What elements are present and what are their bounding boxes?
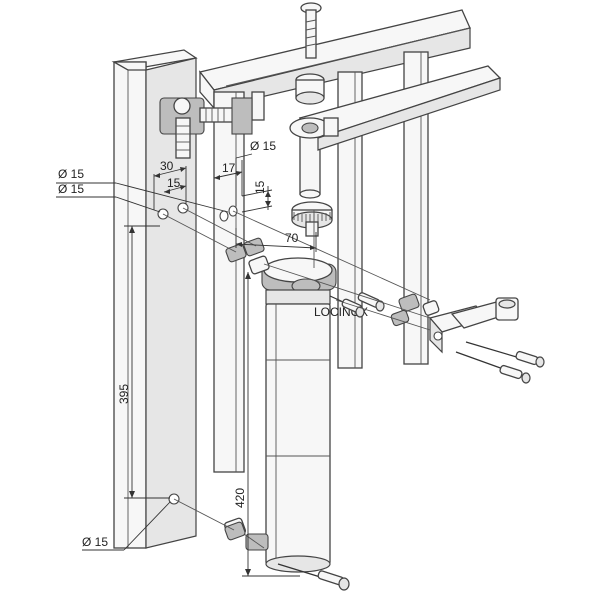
dim-dia-top-2: Ø 15 bbox=[58, 182, 84, 196]
dim-70: 70 bbox=[235, 228, 317, 252]
dim-17: 17 bbox=[222, 161, 236, 175]
dim-dia-right: Ø 15 bbox=[250, 139, 276, 153]
dim-gate-offsets: 17 15 Ø 15 bbox=[213, 139, 276, 213]
right-angle-bracket bbox=[428, 297, 519, 354]
pinion-gear bbox=[291, 201, 333, 237]
fixed-post bbox=[111, 49, 198, 549]
closer-body: LOCINOX bbox=[261, 257, 368, 573]
bushing-inserts-left bbox=[224, 237, 270, 541]
top-screw bbox=[300, 2, 322, 59]
dim-15-b: 15 bbox=[253, 180, 267, 194]
dim-15-a: 15 bbox=[167, 176, 181, 190]
right-screws bbox=[455, 341, 545, 384]
dim-dia-bottom: Ø 15 bbox=[82, 535, 108, 549]
alignment-lines bbox=[162, 207, 431, 531]
bottom-screw bbox=[277, 563, 350, 591]
dim-dia-top-1: Ø 15 bbox=[58, 167, 84, 181]
closer-arm bbox=[289, 65, 502, 151]
hinge-bracket bbox=[159, 97, 253, 159]
dim-offsets-horizontal: 30 15 bbox=[153, 159, 187, 210]
dim-395: 395 bbox=[117, 225, 170, 499]
dim-70-label: 70 bbox=[285, 231, 299, 245]
diameter-leaders-top: Ø 15 Ø 15 bbox=[56, 167, 229, 213]
dim-395-label: 395 bbox=[117, 384, 131, 404]
diameter-leader-bottom: Ø 15 bbox=[82, 501, 171, 551]
dim-420-label: 420 bbox=[233, 488, 247, 508]
dim-420: 420 bbox=[233, 272, 300, 577]
dim-30: 30 bbox=[160, 159, 174, 173]
gate-top-rail bbox=[198, 9, 471, 110]
